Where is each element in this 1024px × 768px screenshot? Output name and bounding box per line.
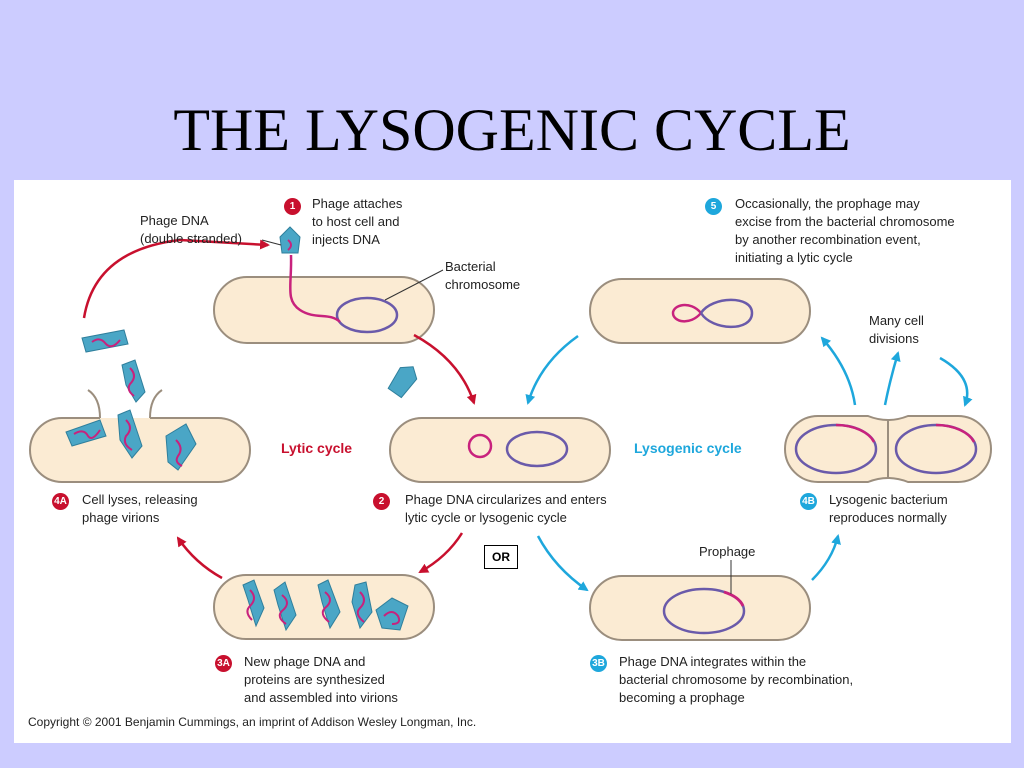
arrow-4a-to-1: [82, 238, 270, 319]
cell-step5: [589, 278, 811, 344]
step-3a-badge: 3A: [215, 655, 232, 672]
cell-step2: [389, 417, 611, 483]
phage-attached: [279, 226, 301, 254]
step-4b-badge: 4B: [800, 493, 817, 510]
free-phage: [387, 366, 418, 399]
slide-title: THE LYSOGENIC CYCLE: [173, 97, 851, 163]
arrow-3a-to-4a: [176, 536, 223, 580]
arrow-5-to-2: [525, 334, 579, 405]
arrow-divisions-up: [883, 351, 901, 406]
copyright-text: Copyright © 2001 Benjamin Cummings, an i…: [28, 715, 477, 729]
bacterial-chromosome: [335, 296, 399, 334]
arrow-4b-to-5: [820, 336, 857, 406]
step-4a-badge: 4A: [52, 493, 69, 510]
cell-step3b: [589, 560, 811, 641]
step-1-badge: 1: [284, 198, 301, 215]
arrow-3b-to-4b: [811, 534, 841, 581]
lysogenic-cycle-label: Lysogenic cycle: [634, 440, 742, 456]
cell-step1: [213, 226, 444, 344]
arrow-2-to-3b: [536, 535, 589, 592]
injected-phage-dna: [288, 254, 341, 323]
arrow-1-to-2: [413, 333, 477, 405]
cell-step3a: [213, 574, 435, 640]
step-5-badge: 5: [705, 198, 722, 215]
step-2-badge: 2: [373, 493, 390, 510]
step-3b-badge: 3B: [590, 655, 607, 672]
lytic-cycle-label: Lytic cycle: [281, 440, 353, 456]
or-box: OR: [484, 545, 518, 569]
phage-dna-label: Phage DNA(double stranded): [140, 213, 242, 246]
arrow-divisions-down: [939, 356, 973, 407]
prophage-label: Prophage: [699, 544, 756, 559]
cell-step4b: [784, 415, 992, 483]
arrow-2-to-3a: [418, 532, 464, 574]
cell-step4a: [29, 329, 251, 483]
